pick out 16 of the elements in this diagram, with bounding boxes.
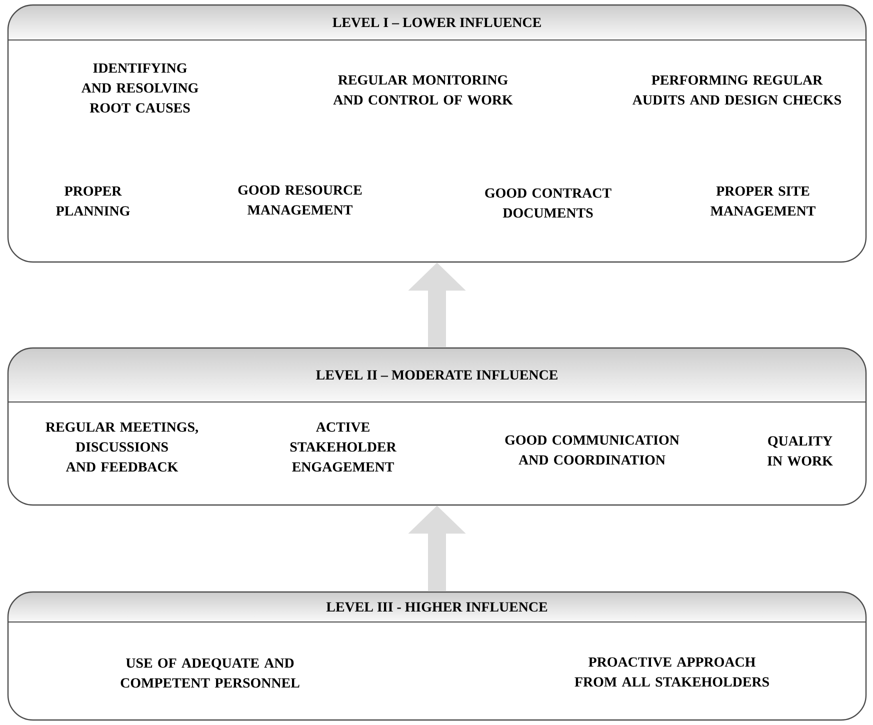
item-text: PROPER PLANNING xyxy=(56,186,130,216)
item-text: GOOD CONTRACT DOCUMENTS xyxy=(485,188,612,218)
item-text: PROPER SITE MANAGEMENT xyxy=(710,186,816,216)
panel-heading: LEVEL II – MODERATE INFLUENCE xyxy=(316,370,558,380)
item-text: PROACTIVE APPROACH FROM ALL STAKEHOLDERS xyxy=(574,657,769,687)
item-text: USE OF ADEQUATE AND COMPETENT PERSONNEL xyxy=(120,658,300,688)
item-text: ACTIVE STAKEHOLDER ENGAGEMENT xyxy=(290,422,396,472)
item-text: IDENTIFYING AND RESOLVING ROOT CAUSES xyxy=(82,63,198,113)
panel-heading: LEVEL III - HIGHER INFLUENCE xyxy=(326,602,548,612)
item-text: GOOD RESOURCE MANAGEMENT xyxy=(238,185,362,215)
item-text: QUALITY IN WORK xyxy=(768,436,833,466)
item-text: GOOD COMMUNICATION AND COORDINATION xyxy=(505,435,680,465)
panel-heading: LEVEL I – LOWER INFLUENCE xyxy=(332,18,541,28)
item-text: REGULAR MONITORING AND CONTROL OF WORK xyxy=(333,75,513,105)
item-text: PERFORMING REGULAR AUDITS AND DESIGN CHECKS xyxy=(632,75,841,105)
item-text: REGULAR MEETINGS, DISCUSSIONS AND FEEDBACK xyxy=(46,422,198,472)
